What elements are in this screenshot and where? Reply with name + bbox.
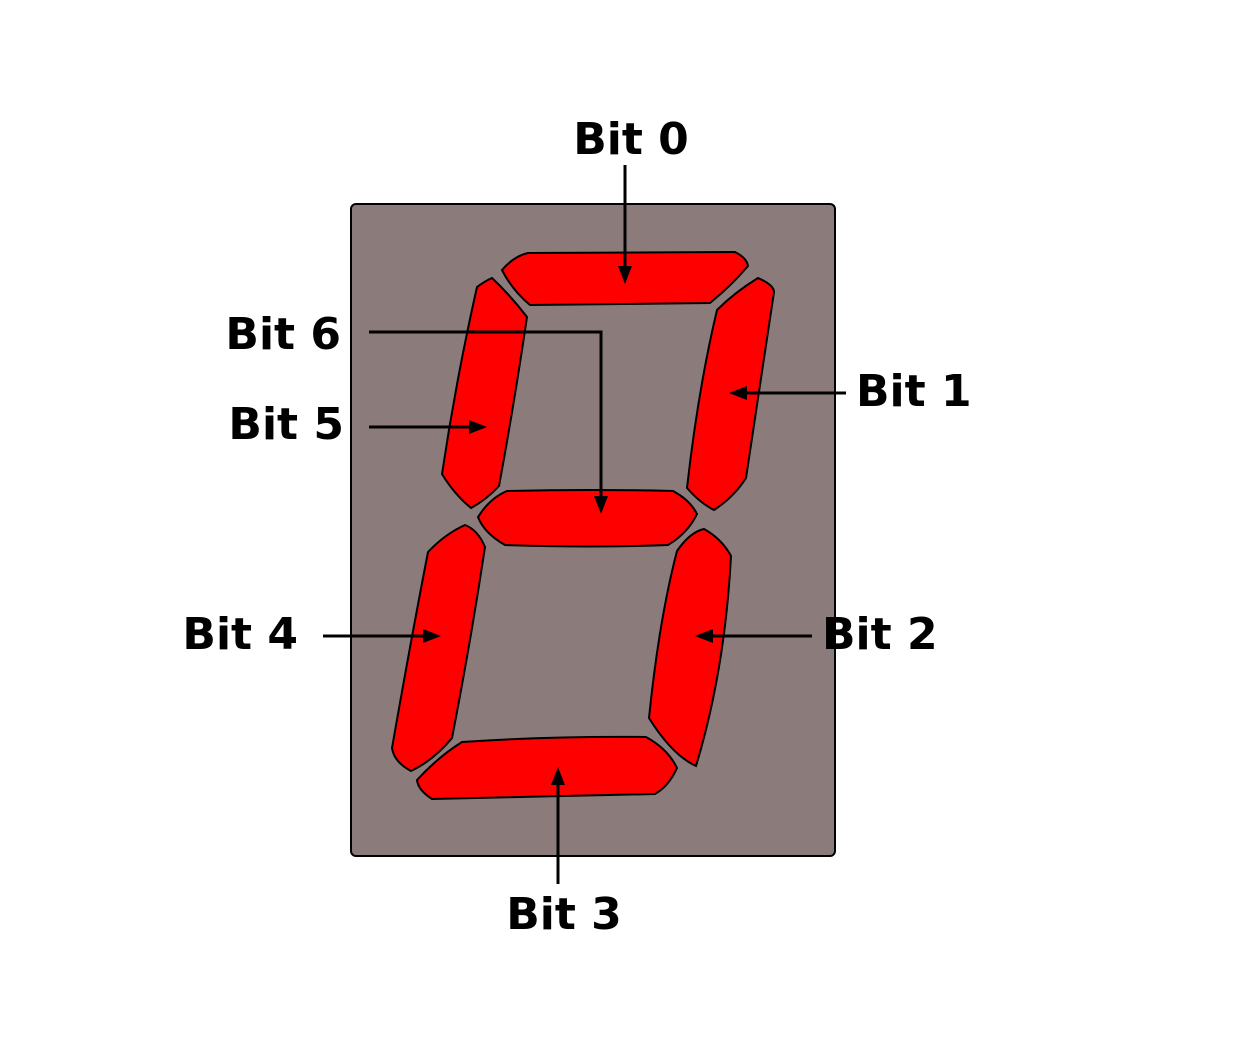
arrow-bit-0 bbox=[618, 165, 632, 284]
arrow-bit-1 bbox=[729, 386, 846, 400]
label-bit-0: Bit 0 bbox=[573, 114, 689, 165]
arrow-bit-5 bbox=[369, 420, 487, 434]
segment-bit-6 bbox=[476, 489, 699, 548]
label-bit-4: Bit 4 bbox=[182, 609, 298, 660]
label-bit-5: Bit 5 bbox=[228, 399, 344, 450]
label-bit-1: Bit 1 bbox=[856, 366, 972, 417]
arrow-bit-4 bbox=[323, 629, 441, 643]
segment-bit-2 bbox=[647, 527, 733, 768]
segment-bit-1 bbox=[685, 276, 776, 512]
label-bit-6: Bit 6 bbox=[225, 309, 341, 360]
arrow-bit-3 bbox=[551, 767, 565, 884]
arrow-bit-6 bbox=[369, 330, 608, 514]
arrow-bit-2 bbox=[695, 629, 812, 643]
segment-bit-4 bbox=[390, 523, 487, 773]
label-bit-3: Bit 3 bbox=[506, 889, 622, 940]
segment-bit-5 bbox=[440, 276, 529, 510]
label-bit-2: Bit 2 bbox=[822, 609, 938, 660]
segment-bit-3 bbox=[415, 735, 679, 801]
